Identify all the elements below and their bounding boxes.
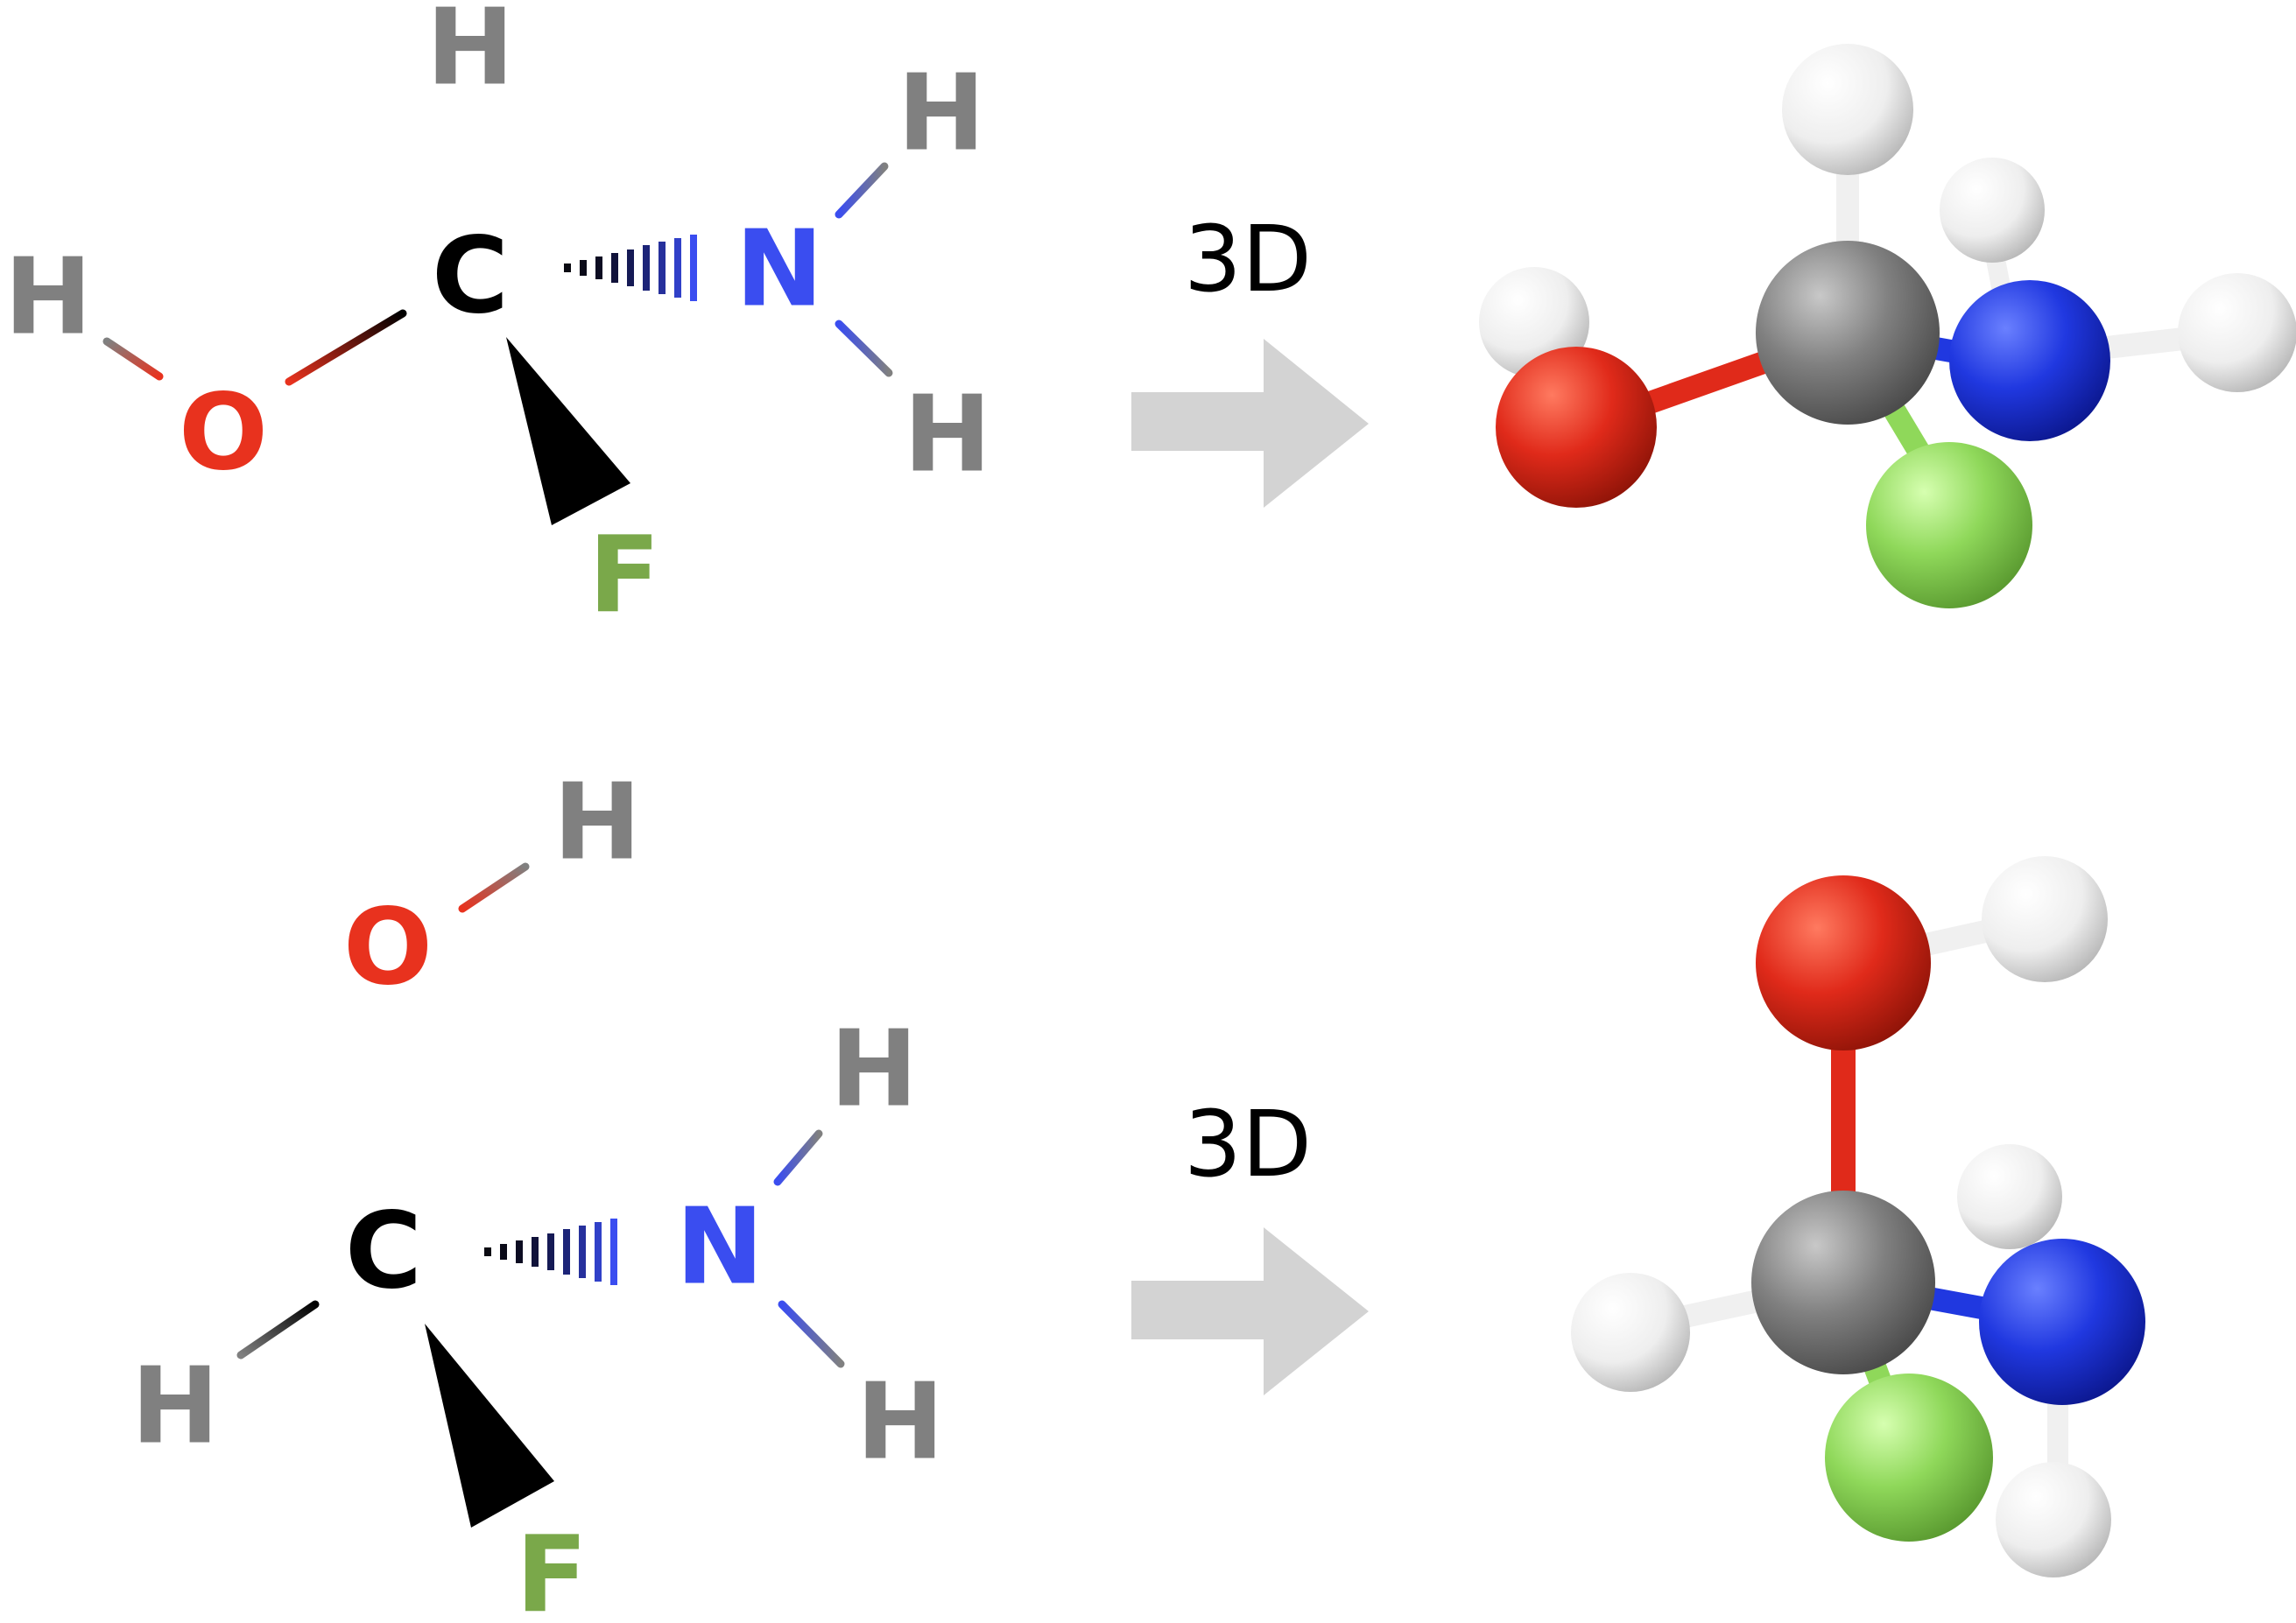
arrow-3d-bottom: 3D [1131, 1091, 1369, 1395]
atom-h-left: H [4, 237, 92, 359]
atom-f: F [516, 1515, 588, 1623]
atom-h-top: H [426, 0, 514, 109]
bond-n-h-lower [835, 320, 893, 377]
arrow-label: 3D [1184, 206, 1312, 313]
solid-wedge-c-f [506, 337, 630, 525]
atom-c: C [345, 1191, 422, 1313]
sphere-n [1979, 1239, 2145, 1405]
sphere-c [1751, 1191, 1935, 1374]
sphere-h [1957, 1144, 2062, 1249]
bond-h-o [102, 337, 164, 381]
atom-n: N [676, 1187, 764, 1309]
bond-n-h-lower [778, 1300, 845, 1368]
sphere-o [1496, 347, 1657, 508]
sphere-c [1756, 241, 1940, 425]
sphere-o [1756, 875, 1931, 1050]
right-arrow-icon [1131, 1227, 1369, 1395]
atom-o: O [179, 373, 268, 495]
bond-n-h-upper [773, 1129, 823, 1186]
atom-c: C [432, 216, 509, 338]
solid-wedge-c-f [425, 1324, 554, 1528]
sphere-h [2178, 273, 2296, 392]
bond-c-h [236, 1300, 320, 1360]
model-3d-top [1479, 44, 2296, 608]
atom-h-lower-right: H [856, 1362, 944, 1484]
bond-o-c [285, 309, 407, 386]
sphere-h [1982, 856, 2108, 982]
hashed-wedge-c-n [564, 235, 697, 301]
atom-n: N [736, 209, 823, 331]
arrow-3d-top: 3D [1131, 206, 1369, 508]
atom-h-upper-right: H [898, 53, 985, 175]
sphere-h [1940, 158, 2045, 263]
structure-2d-bottom: H O C N H H H F [131, 762, 944, 1623]
atom-h-left: H [131, 1346, 219, 1468]
bond-o-h [458, 862, 530, 913]
arrow-label: 3D [1184, 1091, 1312, 1198]
sphere-f [1825, 1374, 1993, 1542]
sphere-f [1866, 442, 2032, 608]
hashed-wedge-c-n [484, 1219, 617, 1285]
atom-h-lower-right: H [904, 375, 991, 496]
atom-f: F [588, 516, 660, 637]
sphere-h [1782, 44, 1913, 175]
sphere-n [1949, 280, 2110, 441]
sphere-h [1996, 1462, 2111, 1577]
structure-2d-top: H C H O N H H F [4, 0, 991, 637]
right-arrow-icon [1131, 339, 1369, 508]
atom-h-upper-right: H [830, 1009, 918, 1131]
sphere-h [1571, 1273, 1690, 1392]
atom-h-top: H [553, 762, 641, 884]
model-3d-bottom [1571, 856, 2145, 1577]
atom-o: O [343, 888, 433, 1009]
bond-n-h-upper [835, 162, 889, 219]
